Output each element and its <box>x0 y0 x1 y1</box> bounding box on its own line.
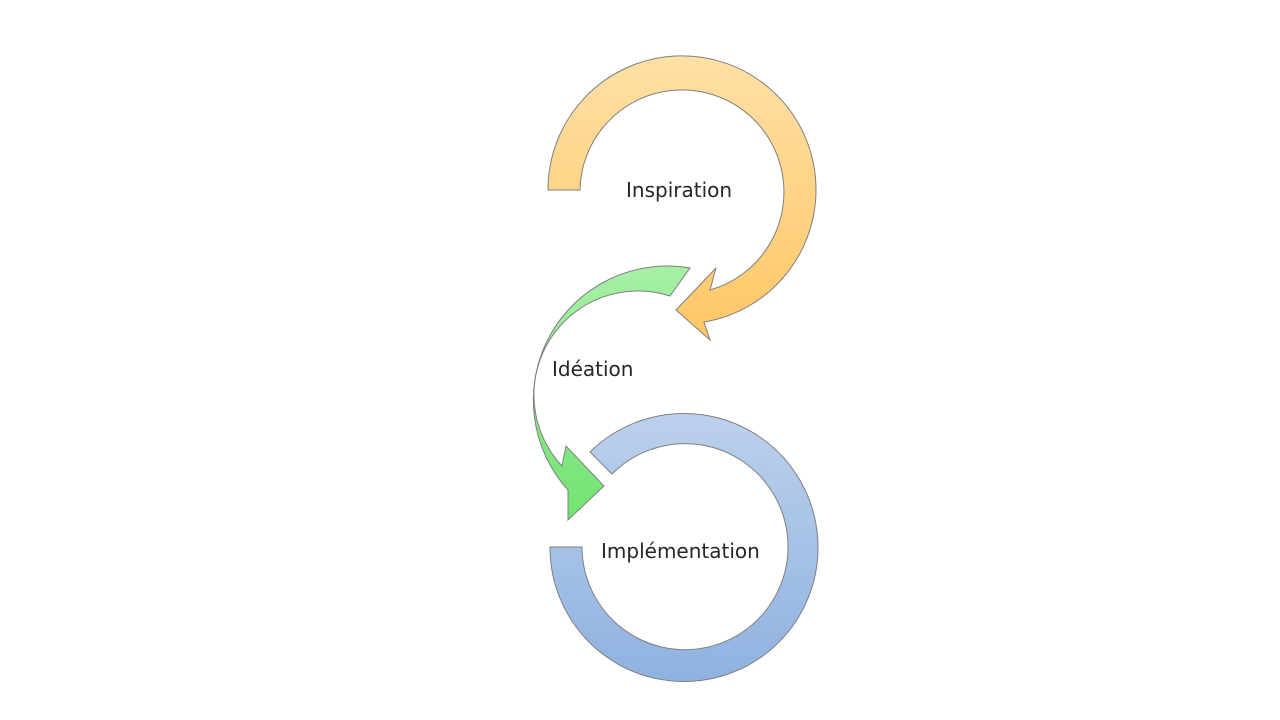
implementation-label: Implémentation <box>601 539 760 563</box>
ideation-label: Idéation <box>552 357 633 381</box>
ideation-arrow <box>532 265 691 522</box>
inspiration-arrow <box>547 55 817 342</box>
inspiration-label: Inspiration <box>626 178 732 202</box>
implementation-arrow <box>549 413 819 682</box>
